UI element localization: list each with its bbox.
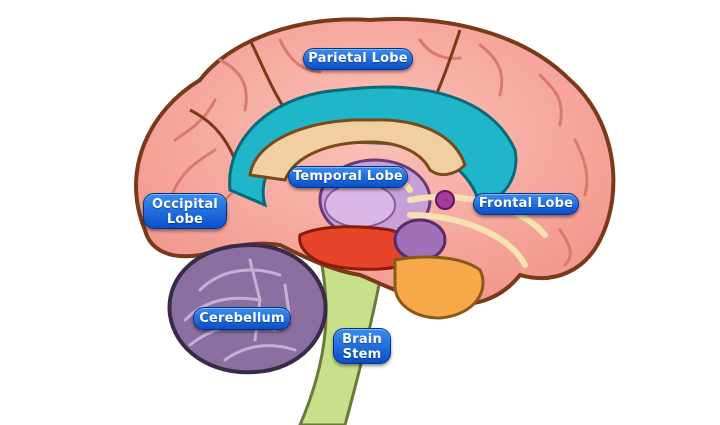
optic-chiasm <box>435 190 455 210</box>
temporal-lobe-label: Temporal Lobe <box>288 166 408 188</box>
corpus-callosum <box>248 118 467 182</box>
brain-stem-label: Brain Stem <box>333 328 391 364</box>
hypothalamus <box>393 218 447 262</box>
pituitary-region <box>393 255 485 320</box>
occipital-lobe-label: Occipital Lobe <box>143 193 227 229</box>
frontal-lobe-label: Frontal Lobe <box>473 193 579 215</box>
thalamus-inner <box>324 182 396 228</box>
cerebellum-label: Cerebellum <box>193 307 291 330</box>
parietal-lobe-label: Parietal Lobe <box>303 48 413 70</box>
